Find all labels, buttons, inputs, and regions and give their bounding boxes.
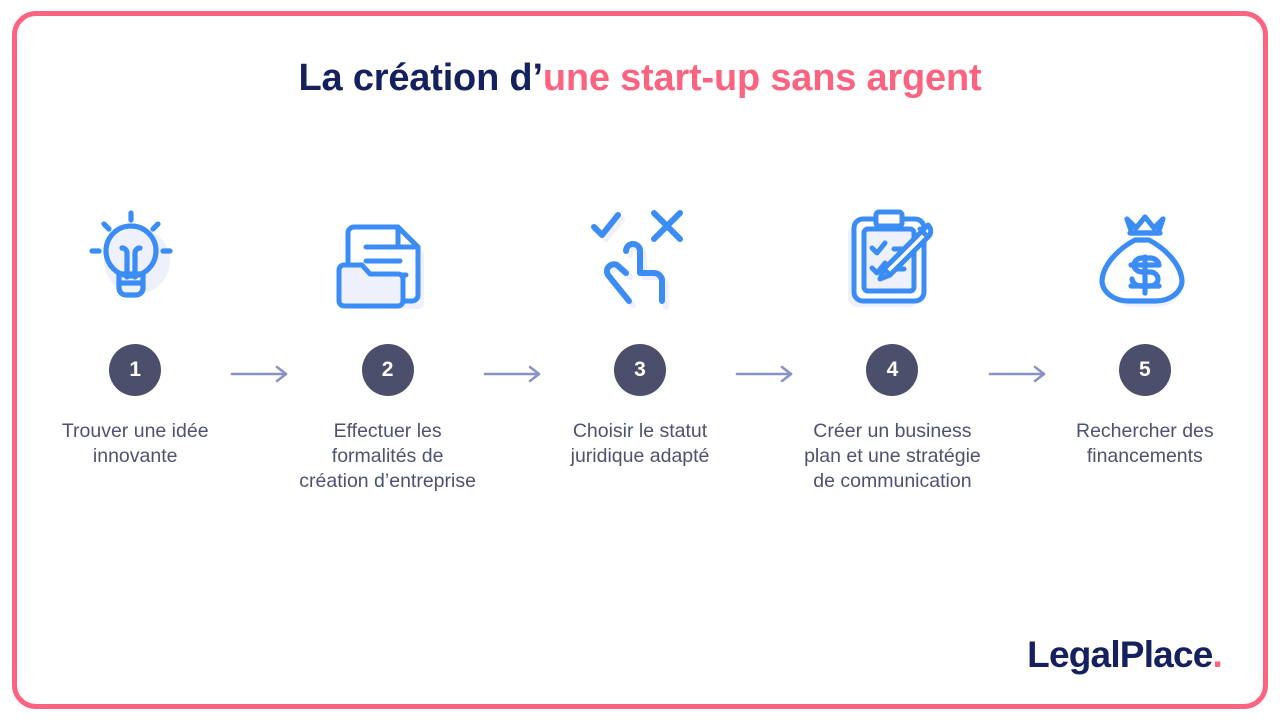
legalplace-logo: LegalPlace. — [1027, 634, 1223, 676]
step-1: 1 Trouver une idée innovante — [40, 195, 230, 469]
logo-dot: . — [1212, 634, 1223, 675]
arrow-4-to-5 — [988, 364, 1050, 389]
arrow-1-to-2 — [230, 364, 292, 389]
step-5-icon-slot — [1089, 195, 1201, 315]
step-3-caption: Choisir le statut juridique adapté — [570, 420, 710, 467]
step-1-icon-slot — [79, 195, 191, 315]
steps-row: 1 Trouver une idée innovante — [40, 195, 1240, 494]
step-4: 4 Créer un business plan et une stratégi… — [797, 195, 987, 494]
page-title-dark-part: La création d’ — [298, 57, 543, 99]
step-2-caption: Effectuer les formalités de création d’e… — [299, 420, 476, 492]
clipboard-pencil-icon — [848, 209, 934, 307]
step-1-number-badge: 1 — [109, 344, 162, 396]
step-3: 3 Choisir le statut juridique adapté — [545, 195, 735, 469]
step-3-icon-slot — [584, 195, 696, 315]
arrow-3-to-4 — [735, 364, 797, 389]
money-bag-icon — [1099, 214, 1185, 308]
logo-text: LegalPlace — [1027, 634, 1213, 675]
step-2-icon-slot — [332, 195, 444, 315]
step-2: 2 Effectuer les formalités de création d… — [292, 195, 482, 494]
step-5: 5 Rechercher des financements — [1050, 195, 1240, 469]
step-5-caption: Rechercher des financements — [1076, 420, 1214, 467]
step-1-caption: Trouver une idée innovante — [61, 420, 209, 467]
pointing-hand-choice-icon — [591, 210, 684, 310]
page-title-pink-part: une start-up sans argent — [542, 57, 982, 99]
step-4-icon-slot — [836, 195, 948, 315]
arrow-2-to-3 — [483, 364, 545, 389]
documents-folder-icon — [336, 224, 424, 309]
step-5-number-badge: 5 — [1118, 344, 1171, 396]
step-4-caption: Créer un business plan et une stratégie … — [804, 420, 981, 492]
page-title: La création d’une start-up sans argent — [0, 57, 1280, 100]
step-2-number-badge: 2 — [361, 344, 414, 396]
lightbulb-icon — [89, 210, 173, 298]
step-3-number-badge: 3 — [614, 344, 667, 396]
step-4-number-badge: 4 — [866, 344, 919, 396]
